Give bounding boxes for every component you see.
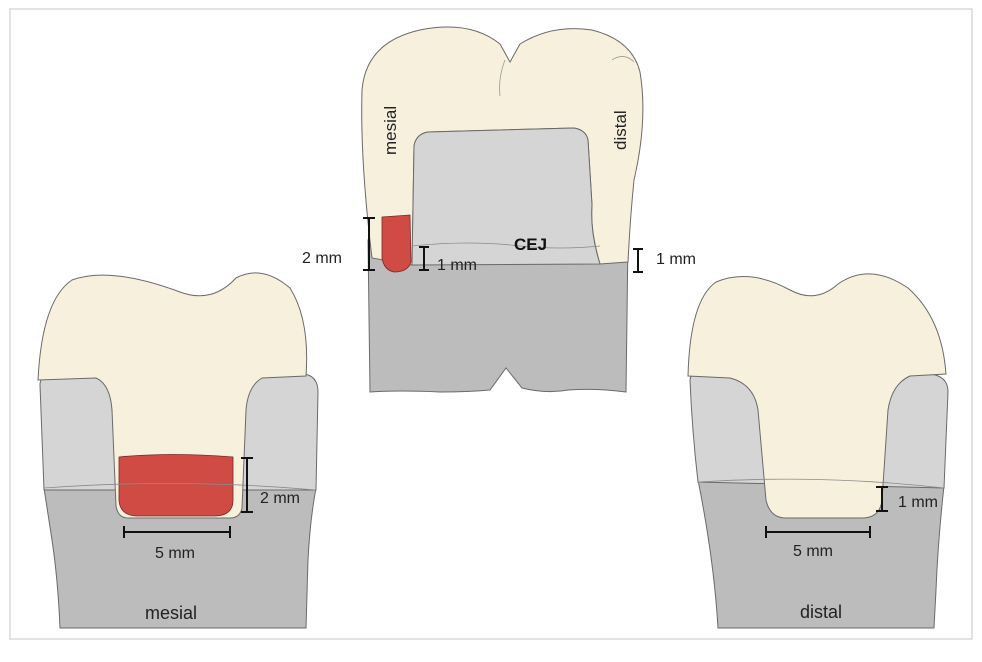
top-tooth-lesion — [382, 215, 411, 272]
left-tooth-label: mesial — [145, 603, 197, 623]
right-tooth-label: distal — [800, 602, 842, 622]
measure-label-right-depth: 1 mm — [898, 494, 938, 511]
measure-label-left-width: 5 mm — [155, 545, 195, 562]
measure-label-right-width: 5 mm — [793, 543, 833, 560]
top-label-distal: distal — [611, 110, 630, 150]
measure-label-left-depth: 2 mm — [260, 490, 300, 507]
measure-bar-top-right — [633, 249, 643, 272]
measure-label-top-left-outer: 2 mm — [302, 250, 342, 267]
measure-label-top-left-inner: 1 mm — [437, 257, 477, 274]
top-label-cej: CEJ — [514, 235, 547, 254]
measure-label-top-right: 1 mm — [656, 251, 696, 268]
top-label-mesial: mesial — [381, 106, 400, 155]
left-tooth-lesion — [119, 455, 233, 517]
top-tooth: mesial distal CEJ 2 mm 1 mm 1 mm — [302, 27, 696, 392]
left-tooth: 2 mm 5 mm mesial — [38, 273, 318, 628]
right-tooth: 1 mm 5 mm distal — [688, 274, 948, 628]
